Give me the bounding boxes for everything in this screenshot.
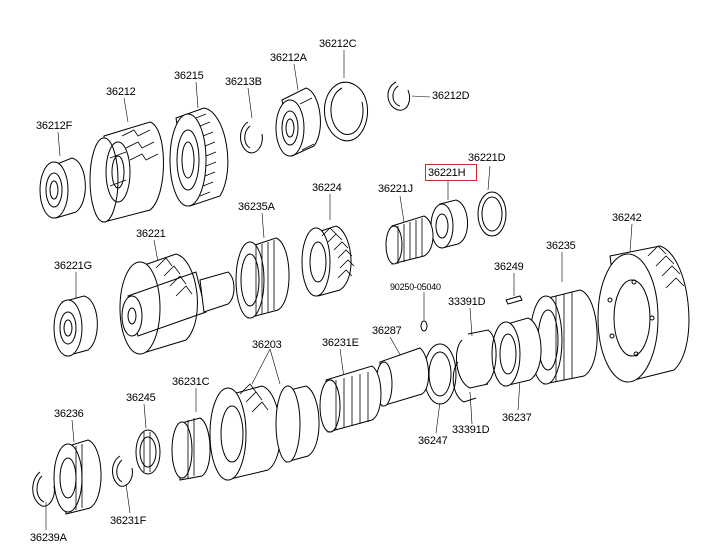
label-36224: 36224 — [312, 182, 342, 194]
label-36212f: 36212F — [36, 120, 73, 132]
label-36215: 36215 — [174, 70, 204, 82]
part-36235-sleeve — [529, 289, 598, 385]
label-36247: 36247 — [418, 435, 448, 447]
label-36287: 36287 — [372, 325, 402, 337]
part-36231e-needle-bearing — [319, 365, 382, 433]
part-36212c-snap-ring — [324, 81, 368, 142]
label-36236: 36236 — [54, 408, 84, 420]
label-36242: 36242 — [612, 212, 642, 224]
part-36212d-snap-ring — [387, 81, 411, 111]
part-36203-gear — [209, 383, 320, 481]
part-36239a-snap-ring — [32, 471, 55, 507]
label-36237: 36237 — [502, 412, 532, 424]
label-36239a: 36239A — [30, 532, 67, 544]
part-36221h-bushing — [430, 199, 468, 249]
part-36236-bearing — [53, 439, 102, 515]
part-36221d-ring — [477, 191, 507, 237]
part-36242-gear — [597, 245, 690, 383]
part-90250-05040-pin — [420, 320, 428, 332]
label-33391d-top: 33391D — [448, 296, 486, 308]
part-36287-shaft — [375, 347, 429, 407]
label-36245: 36245 — [126, 392, 156, 404]
label-36235: 36235 — [546, 240, 576, 252]
part-36212f-bearing — [39, 157, 86, 219]
label-36212d: 36212D — [432, 90, 470, 102]
label-36231f: 36231F — [110, 515, 147, 527]
label-36249: 36249 — [494, 261, 524, 273]
part-33391d-bottom-ring — [452, 361, 477, 403]
part-36237-hub — [491, 317, 542, 387]
label-36235a: 36235A — [238, 201, 275, 213]
part-36212a-bearing — [275, 87, 321, 157]
label-36212: 36212 — [106, 86, 136, 98]
part-36221-counter-gear — [119, 253, 235, 355]
part-36249-key — [505, 295, 523, 305]
label-36221g: 36221G — [54, 260, 92, 272]
label-90250-05040: 90250-05040 — [390, 282, 441, 292]
part-36231f-snap-ring — [112, 455, 133, 487]
part-36212-gear — [89, 121, 164, 223]
label-36203: 36203 — [252, 339, 282, 351]
label-36212c: 36212C — [319, 38, 357, 50]
part-36221j-needle-bearing — [385, 215, 434, 265]
part-36224-gear — [301, 225, 355, 297]
label-36212a: 36212A — [270, 52, 307, 64]
highlight-box-36221h — [425, 164, 477, 181]
label-33391d-bottom: 33391D — [452, 424, 490, 436]
label-36231e: 36231E — [322, 337, 359, 349]
part-36245-ring — [135, 429, 161, 475]
part-36215-gear — [169, 107, 229, 207]
label-36221h: 36221H — [428, 167, 466, 179]
part-33391d-top-ring — [455, 329, 497, 389]
part-36213b-snap-ring — [240, 121, 263, 154]
label-36231c: 36231C — [172, 376, 210, 388]
label-36221: 36221 — [136, 228, 166, 240]
label-36221d: 36221D — [468, 152, 506, 164]
part-36235a-needle-bearing — [235, 237, 290, 319]
part-36221g-bearing — [53, 295, 98, 357]
part-36231c-needle-bearing — [171, 417, 211, 481]
label-36213b: 36213B — [225, 76, 262, 88]
label-36221j: 36221J — [378, 183, 413, 195]
